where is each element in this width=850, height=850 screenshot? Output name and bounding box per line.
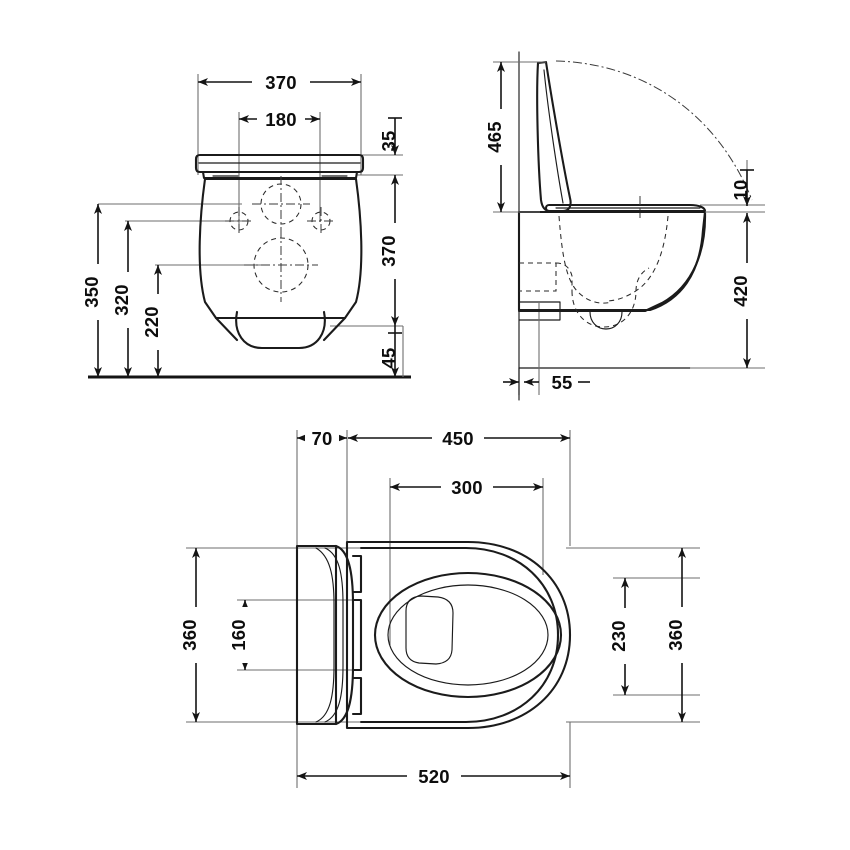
dim-front-height-370: 370 xyxy=(378,175,408,326)
dim-front-35: 35 xyxy=(378,117,402,155)
dim-label-side-10: 10 xyxy=(730,180,751,201)
dim-plan-70: 70 xyxy=(297,426,347,451)
dim-label-plan-300: 300 xyxy=(451,477,482,498)
dim-label-plan-450: 450 xyxy=(442,428,473,449)
side-lid-swing-arc xyxy=(555,60,753,201)
front-fixing-hole-right xyxy=(307,207,335,236)
dim-label-front-35: 35 xyxy=(378,131,399,152)
plan-hinge-block xyxy=(295,544,363,726)
dim-front-width-370: 370 xyxy=(198,68,361,95)
front-fixing-hole-upper-center xyxy=(252,176,310,233)
dim-front-320: 320 xyxy=(111,221,141,377)
side-internal-trap-hidden xyxy=(519,215,669,328)
front-bowl-body xyxy=(198,177,363,350)
dim-label-front-45: 45 xyxy=(378,348,399,369)
front-extension-lines xyxy=(98,74,403,327)
front-fixing-hole-lower-center xyxy=(244,229,318,302)
dim-label-plan-160: 160 xyxy=(228,619,249,650)
dim-label-front-350: 350 xyxy=(81,276,102,307)
dim-plan-360-left: 360 xyxy=(179,548,209,722)
front-fixing-hole-left xyxy=(225,207,253,236)
dim-front-45: 45 xyxy=(378,326,402,377)
dim-label-front-370-height: 370 xyxy=(378,235,399,266)
dim-plan-230: 230 xyxy=(608,578,638,695)
dim-plan-160: 160 xyxy=(228,600,258,670)
dim-label-front-320: 320 xyxy=(111,284,132,315)
plan-seat-outline xyxy=(345,540,572,730)
dim-label-plan-360-right: 360 xyxy=(665,619,686,650)
dim-plan-360-right: 360 xyxy=(665,548,695,722)
dim-plan-520: 520 xyxy=(297,764,570,789)
plan-bowl-opening xyxy=(373,571,563,699)
plan-extension-lines xyxy=(186,430,700,788)
dim-plan-300: 300 xyxy=(390,475,543,500)
dim-side-10: 10 xyxy=(730,169,754,206)
dim-front-180: 180 xyxy=(239,106,320,132)
side-lid-raised xyxy=(536,60,572,213)
side-extension-lines xyxy=(493,61,765,369)
dim-side-55: 55 xyxy=(503,372,590,393)
dim-label-plan-360-left: 360 xyxy=(179,619,200,650)
dim-label-side-420: 420 xyxy=(730,275,751,306)
front-elevation-view: 370 180 35 370 xyxy=(81,68,411,379)
dim-label-side-55: 55 xyxy=(552,372,573,393)
dim-front-220: 220 xyxy=(141,265,171,377)
dim-side-420: 420 xyxy=(730,213,760,368)
dim-side-465: 465 xyxy=(484,62,514,212)
dim-label-front-370-width: 370 xyxy=(265,72,296,93)
dim-label-front-220: 220 xyxy=(141,306,162,337)
side-bowl-body xyxy=(517,210,707,313)
dim-front-350: 350 xyxy=(81,204,111,377)
dim-label-plan-230: 230 xyxy=(608,620,629,651)
dim-label-front-180: 180 xyxy=(265,109,296,130)
side-seat xyxy=(544,203,707,213)
dim-plan-450: 450 xyxy=(348,426,570,451)
plan-outlet-detail xyxy=(405,595,454,665)
dim-label-plan-520: 520 xyxy=(418,766,449,787)
side-outlet-arc xyxy=(589,311,623,330)
dim-label-side-465: 465 xyxy=(484,121,505,152)
side-elevation-view: 465 10 420 55 xyxy=(484,51,765,401)
dim-label-plan-70: 70 xyxy=(312,428,333,449)
front-seat-lid xyxy=(194,153,365,180)
plan-view: 70 450 300 360 xyxy=(179,426,700,789)
